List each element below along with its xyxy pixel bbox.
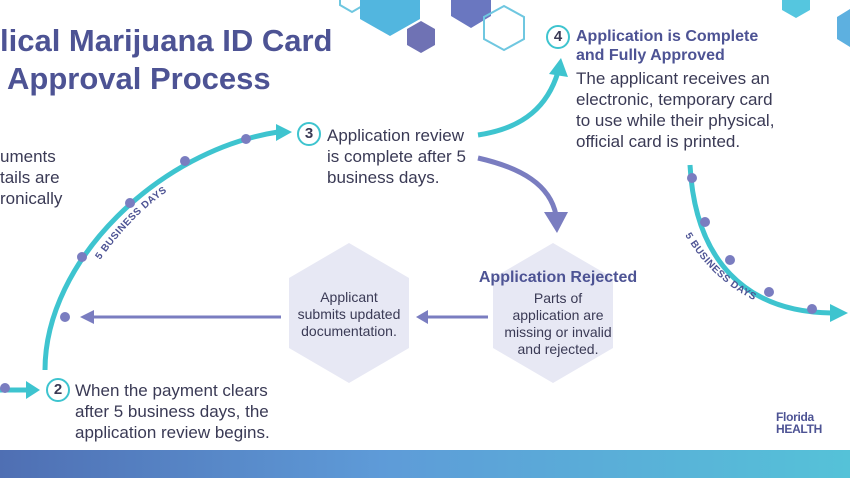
resubmit-line: documentation. (301, 323, 397, 339)
hexagon-decor (483, 4, 525, 52)
step2-number-badge: 2 (46, 378, 70, 402)
step2-line: after 5 business days, the (75, 402, 269, 421)
hexagon-decor (407, 21, 435, 53)
florida-health-logo: Florida HEALTH (776, 411, 822, 435)
arrow-rejected-to-resubmit (416, 310, 488, 324)
resubmit-line: submits updated (297, 306, 401, 322)
arc-label-left: 5 BUSINESS DAYS (94, 185, 170, 262)
resubmit-hexagon (289, 243, 409, 383)
step1-line: uments (0, 147, 56, 166)
step4-heading: Application is Complete and Fully Approv… (576, 27, 758, 65)
arc-day-dot (60, 312, 70, 322)
rejected-hexagon (493, 243, 613, 383)
step3-line: is complete after 5 (327, 147, 466, 166)
hexagon-decor (451, 0, 491, 28)
hexagon-decor (837, 9, 850, 47)
arc-day-dot (241, 134, 251, 144)
arc-label-right: 5 BUSINESS DAYS (682, 231, 758, 303)
resubmit-text: Applicant submits updated documentation. (274, 289, 424, 340)
step2-line: When the payment clears (75, 381, 268, 400)
step4-line: to use while their physical, (576, 111, 775, 130)
title-line-2: Approval Process (7, 61, 271, 96)
step1-line: ronically (0, 189, 63, 208)
arrow-step1-to-step2 (0, 381, 40, 399)
arc-day-dot (77, 252, 87, 262)
resubmit-line: Applicant (320, 289, 378, 305)
step1-text: uments tails are ronically (0, 146, 62, 209)
step4-line: The applicant receives an (576, 69, 770, 88)
arc-day-dot (687, 173, 697, 183)
logo-line-2: HEALTH (776, 422, 822, 436)
step3-number-badge: 3 (297, 122, 321, 146)
rejected-heading: Application Rejected (478, 269, 638, 286)
step2-text: When the payment clears after 5 business… (75, 380, 270, 443)
arc-day-dot (700, 217, 710, 227)
arc-day-dot (180, 156, 190, 166)
rejected-line: and rejected. (517, 341, 599, 357)
decorative-hexagons (339, 0, 850, 53)
title-line-1: lical Marijuana ID Card (0, 23, 333, 58)
step3-line: business days. (327, 168, 440, 187)
hexagon-decor (782, 0, 810, 18)
arc-step4-to-card: 5 BUSINESS DAYS (682, 164, 848, 322)
step3-text: Application review is complete after 5 b… (327, 125, 466, 188)
arc-day-dot (807, 304, 817, 314)
step4-number-badge: 4 (546, 25, 570, 49)
rejected-line: Parts of (533, 290, 583, 306)
arrow-resubmit-to-arc (80, 310, 281, 324)
step1-line: tails are (0, 168, 60, 187)
rejected-line: application are (512, 307, 604, 323)
arc-day-dot (125, 198, 135, 208)
arc-day-dot (764, 287, 774, 297)
step2-line: application review begins. (75, 423, 270, 442)
rejected-line: missing or invalid (504, 324, 612, 340)
hexagon-decor (360, 0, 420, 36)
step3-line: Application review (327, 126, 465, 145)
arc-step2-to-step3: 5 BUSINESS DAYS (42, 124, 292, 371)
footer-gradient-bar (0, 450, 850, 478)
step4-heading-line: and Fully Approved (576, 47, 725, 64)
arc-day-dot (725, 255, 735, 265)
step4-line: official card is printed. (576, 132, 741, 151)
step4-text: The applicant receives an electronic, te… (576, 68, 774, 152)
step4-heading-line: Application is Complete (576, 28, 759, 45)
logo-line-1: Florida (776, 410, 814, 424)
hexagon-decor (339, 0, 365, 14)
arrow-step3-to-step4 (477, 58, 568, 138)
arrow-step3-to-rejected (477, 155, 568, 233)
step4-line: electronic, temporary card (576, 90, 773, 109)
rejected-text: Parts of application are missing or inva… (483, 290, 633, 358)
